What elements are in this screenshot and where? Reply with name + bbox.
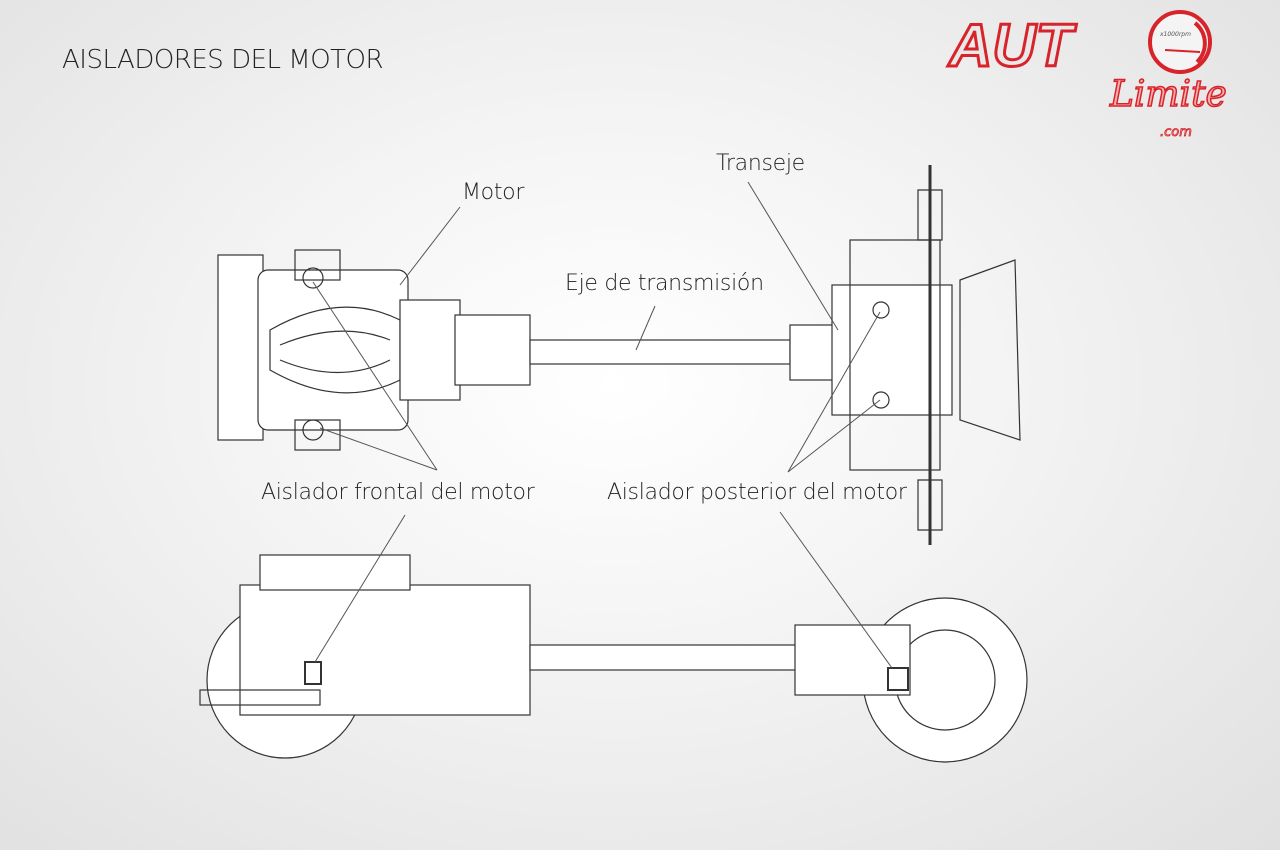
label-eje-transmision: Eje de transmisión	[565, 271, 764, 296]
autolimite-logo: AUT x1000rpm Limite .com	[946, 10, 1228, 140]
engine-top-view	[217, 249, 531, 451]
svg-text:AUT: AUT	[947, 12, 1077, 79]
driveshaft-top	[529, 339, 791, 365]
leader-lines	[312, 181, 893, 669]
label-transeje: Transeje	[716, 151, 805, 176]
label-motor: Motor	[462, 180, 525, 205]
page-title: AISLADORES DEL MOTOR	[62, 45, 384, 75]
svg-text:.com: .com	[1160, 125, 1192, 140]
side-view	[199, 554, 1028, 763]
svg-text:x1000rpm: x1000rpm	[1159, 31, 1191, 38]
label-aislador-frontal: Aislador frontal del motor	[261, 480, 535, 505]
svg-text:Limite: Limite	[1109, 74, 1227, 115]
label-aislador-posterior: Aislador posterior del motor	[607, 480, 907, 505]
transaxle-top-view	[789, 165, 1021, 545]
